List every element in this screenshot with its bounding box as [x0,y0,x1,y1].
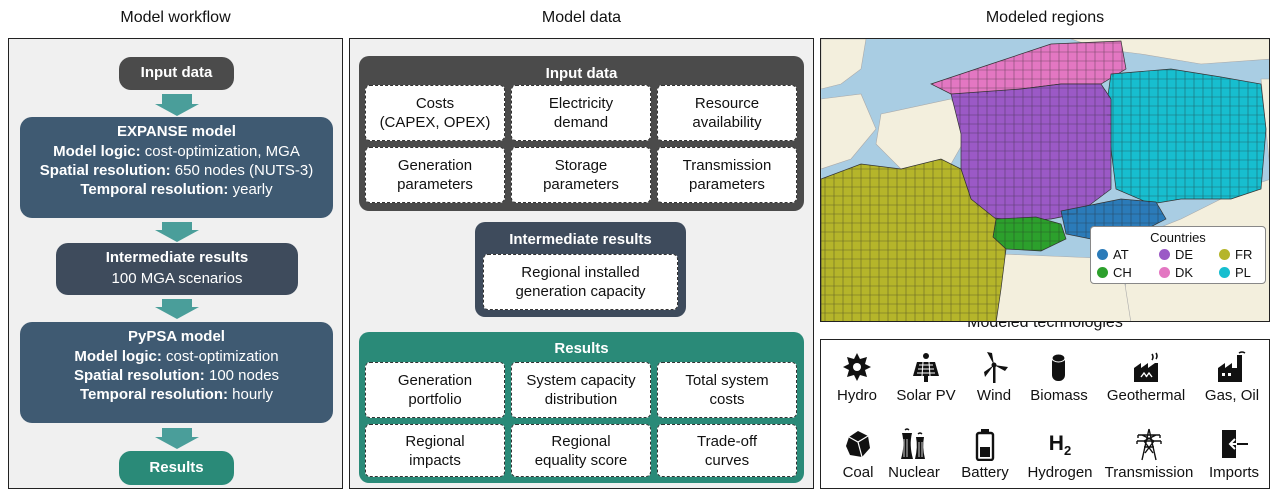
map-legend: Countries AT DE FR CH DK PL [1090,226,1266,284]
hydrogen-icon: H2 [1048,432,1072,459]
coal-icon [846,431,870,458]
workflow-input-box: Input data [119,57,234,90]
land-uk [821,93,877,170]
intermediate-results-box: Intermediate results 100 MGA scenarios [56,243,298,295]
gas-oil-icon [1218,351,1246,382]
tech-imports: Imports [1203,427,1265,481]
pypsa-title: PyPSA model [128,328,225,345]
workflow-results-label: Results [149,459,204,476]
model-data-title: Model data [541,9,622,26]
tech-solar-pv: Solar PV [890,350,962,404]
transmission-icon [1136,428,1162,461]
expanse-spatial: Spatial resolution: 650 nodes (NUTS-3) [39,162,314,179]
imports-icon [1222,430,1248,458]
intermediate-subtitle: 100 MGA scenarios [111,270,243,287]
europe-map-svg [821,39,1269,321]
legend-title: Countries [1150,230,1206,245]
regions-title: Modeled regions [985,9,1105,26]
tech-gas-oil: Gas, Oil [1198,350,1266,404]
results-data-title: Results [554,340,609,357]
wind-icon [984,352,1008,383]
legend-item-fr: FR [1219,247,1252,262]
expanse-logic: Model logic: cost-optimization, MGA [53,143,300,160]
nuclear-icon [901,428,925,459]
tech-wind: Wind [966,350,1022,404]
intermediate-title: Intermediate results [105,249,249,266]
tech-biomass: Biomass [1026,350,1092,404]
workflow-input-label: Input data [140,64,213,81]
battery-icon [975,429,995,461]
intermediate-data-title: Intermediate results [509,231,652,248]
technologies-panel [820,339,1270,489]
solar-pv-icon [913,353,939,382]
input-costs-cell: Costs(CAPEX, OPEX) [365,85,505,141]
tech-geothermal: Geothermal [1099,350,1193,404]
pypsa-temporal: Temporal resolution: hourly [79,386,274,403]
pypsa-model-box: PyPSA model Model logic: cost-optimizati… [20,322,333,423]
legend-item-pl: PL [1219,265,1251,280]
tech-hydrogen: H2 Hydrogen [1023,427,1097,481]
regions-map [820,38,1270,322]
biomass-icon [1051,353,1066,381]
hydro-icon [843,353,871,381]
tech-nuclear: Nuclear [884,427,944,481]
expanse-temporal: Temporal resolution: yearly [80,181,273,198]
land-north [821,39,867,90]
tech-transmission: Transmission [1100,427,1198,481]
pypsa-spatial: Spatial resolution: 100 nodes [73,367,280,384]
tech-hydro: Hydro [827,350,887,404]
tech-coal: Coal [833,427,883,481]
geothermal-icon [1134,352,1158,382]
expanse-model-box: EXPANSE model Model logic: cost-optimiza… [20,117,333,218]
tech-battery: Battery [954,427,1016,481]
legend-item-de: DE [1159,247,1193,262]
legend-item-ch: CH [1097,265,1132,280]
expanse-title: EXPANSE model [117,123,236,140]
pypsa-logic: Model logic: cost-optimization [74,348,279,365]
legend-item-dk: DK [1159,265,1193,280]
legend-item-at: AT [1097,247,1129,262]
input-data-title: Input data [545,65,618,82]
workflow-results-box: Results [119,451,234,485]
workflow-title: Model workflow [120,9,231,26]
